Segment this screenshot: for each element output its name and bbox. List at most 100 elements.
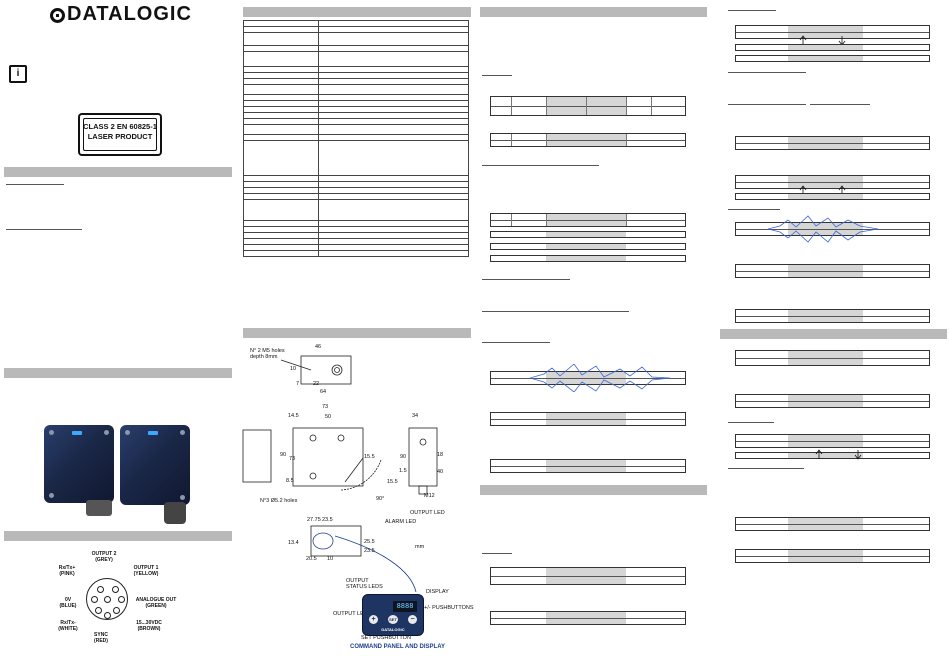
subheading-underline <box>728 468 804 469</box>
holes-note-3: N°3 Ø5.2 holes <box>260 498 298 504</box>
dim-27-75: 27.75 <box>307 517 321 523</box>
timing-diagram <box>735 175 930 189</box>
dim-50: 50 <box>325 414 332 420</box>
timing-diagram <box>490 567 686 585</box>
dim-90-deg: 90° <box>376 496 385 502</box>
column-2 <box>241 0 472 667</box>
table-row <box>243 51 469 67</box>
dim-40: 40 <box>437 469 444 475</box>
command-panel: 8888 + SET − DATALOGIC <box>362 594 424 636</box>
subheading-underline <box>482 75 512 76</box>
subheading-underline <box>810 104 870 105</box>
timing-diagram <box>490 611 686 625</box>
dim-7: 7 <box>296 381 300 387</box>
datalogic-logo: DATALOGIC <box>50 3 192 26</box>
dimensional-drawing <box>242 355 438 593</box>
logo-mark-icon <box>50 8 65 23</box>
sensor-connector-icon <box>86 500 112 516</box>
threshold-arrows-icon <box>799 185 846 195</box>
pin-label-rxtx-pos: Rx/Tx+ (PINK) <box>58 565 76 577</box>
timing-diagram <box>735 517 930 531</box>
subheading-underline <box>6 184 64 185</box>
timing-diagram <box>490 459 686 473</box>
plus-button[interactable]: + <box>369 615 378 624</box>
pushbuttons-label: +/- PUSHBUTTONS <box>424 605 474 611</box>
signal-noise-burst-icon <box>768 215 878 243</box>
pin-label-sync: SYNC (RED) <box>94 632 108 644</box>
manual-symbol-icon: i <box>9 65 27 83</box>
timing-diagram <box>735 434 930 448</box>
dim-18: 18 <box>437 452 444 458</box>
section-header-bar <box>720 329 947 339</box>
dim-90-c: 90 <box>400 454 407 460</box>
timing-diagram <box>735 452 930 459</box>
technical-data-table <box>243 20 469 257</box>
dim-23-5: 23.5 <box>322 517 333 523</box>
timing-diagram <box>735 25 930 39</box>
output-status-leds-label: OUTPUT STATUS LEDS <box>346 578 383 590</box>
section-header-bar <box>480 485 707 495</box>
laser-label-line2: LASER PRODUCT <box>87 132 153 141</box>
output-led-label: OUTPUT LED <box>410 510 445 516</box>
sensor-photo-front <box>44 425 114 503</box>
timing-diagram <box>735 55 930 62</box>
section-header-bar <box>4 167 232 177</box>
table-row <box>243 32 469 46</box>
dim-73: 73 <box>322 404 329 410</box>
connector-pinout-diagram <box>86 578 128 620</box>
timing-diagram <box>735 394 930 408</box>
dim-73-b: 73 <box>289 456 296 462</box>
dim-22: 22 <box>313 381 320 387</box>
dim-34: 34 <box>412 413 419 419</box>
subheading-underline <box>482 553 512 554</box>
dim-8-5: 8.5 <box>286 478 294 484</box>
section-header-bar <box>4 368 232 378</box>
sensor-led-icon <box>72 431 82 435</box>
timing-diagram <box>735 549 930 563</box>
timing-diagram <box>490 255 686 262</box>
dim-10: 10 <box>290 366 297 372</box>
unit-label: mm <box>415 544 425 550</box>
dim-20-5: 20.5 <box>306 556 317 562</box>
column-1: DATALOGIC i CLASS 2 EN 60825-1 LASER PRO… <box>0 0 236 667</box>
dim-1-5: 1.5 <box>399 468 407 474</box>
subheading-underline <box>482 165 599 166</box>
output-led-panel-label: OUTPUT LED <box>333 611 368 617</box>
timing-diagram <box>735 136 930 150</box>
timing-diagram <box>735 264 930 278</box>
timing-diagram <box>490 231 686 238</box>
display-label: DISPLAY <box>426 589 449 595</box>
laser-class-label: CLASS 2 EN 60825-1 LASER PRODUCT <box>78 113 162 156</box>
panel-display: 8888 <box>393 601 417 612</box>
dim-13-4: 13.4 <box>288 540 299 546</box>
table-row <box>243 124 469 135</box>
subheading-underline <box>728 72 806 73</box>
minus-button[interactable]: − <box>408 615 417 624</box>
sensor-led-icon <box>148 431 158 435</box>
dim-m12: M12 <box>424 493 435 499</box>
panel-brand: DATALOGIC <box>381 627 405 632</box>
section-header-bar <box>480 7 707 17</box>
timing-diagram <box>490 412 686 426</box>
table-row <box>243 140 469 176</box>
timing-diagram <box>735 309 930 323</box>
pin-label-output2: OUTPUT 2 (GREY) <box>91 551 117 563</box>
laser-label-line1: CLASS 2 EN 60825-1 <box>83 122 157 131</box>
sensor-photo-angle <box>120 425 190 505</box>
table-row <box>243 250 469 257</box>
holes-note: N° 2 M5 holes depth 8mm <box>250 348 285 360</box>
pin-label-analog-out: ANALOGUE OUT (GREEN) <box>135 597 177 609</box>
dim-15-5-b: 15.5 <box>387 479 398 485</box>
signal-noise-burst-icon <box>530 364 670 392</box>
set-button[interactable]: SET <box>388 615 398 624</box>
section-header-bar <box>243 328 471 338</box>
dim-10-b: 10 <box>327 556 334 562</box>
command-panel-caption: COMMAND PANEL AND DISPLAY <box>350 644 446 650</box>
dim-15-5: 15.5 <box>364 454 375 460</box>
dim-25-5: 25.5 <box>364 539 375 545</box>
timing-diagram <box>735 350 930 366</box>
pin-label-0v: 0V (BLUE) <box>59 597 77 609</box>
set-pushbutton-label: SET PUSHBUTTON <box>361 635 411 641</box>
timing-diagram <box>490 133 686 147</box>
subheading-underline <box>728 10 776 11</box>
